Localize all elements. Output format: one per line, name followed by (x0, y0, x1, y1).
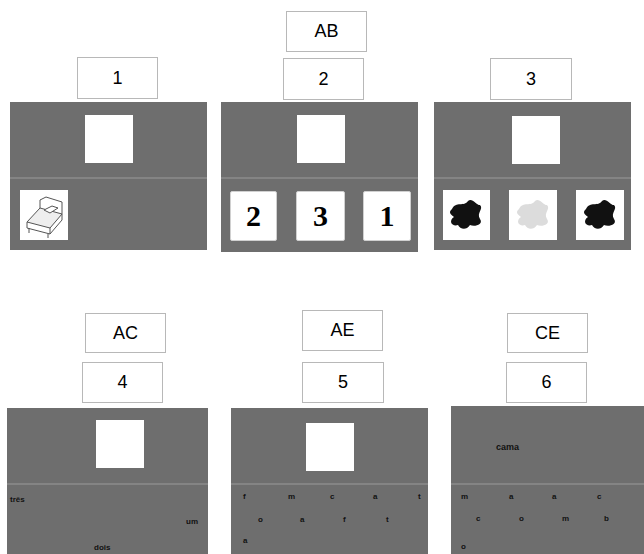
trial-number-text: 3 (526, 69, 536, 90)
comparison-letter: m (562, 515, 569, 523)
relation-label: AE (302, 310, 383, 351)
comparison-letter: m (288, 493, 295, 501)
trial-number-text: 2 (318, 69, 328, 90)
number-card: 1 (363, 191, 411, 241)
trial-panel (231, 408, 428, 554)
comparison-letter: c (476, 515, 480, 523)
comparison-letter: a (509, 493, 513, 501)
panel-divider (434, 178, 631, 179)
trial-panel (221, 102, 418, 252)
trial-panel (10, 102, 207, 250)
comparison-letter: a (243, 537, 247, 545)
relation-label-text: AE (330, 320, 354, 341)
comparison-word: dois (94, 544, 110, 552)
trial-panel (451, 406, 644, 554)
comparison-letter: a (300, 516, 304, 524)
relation-label-text: AC (113, 323, 138, 344)
comparison-letter: o (461, 543, 466, 551)
relation-label: AB (286, 11, 367, 52)
trial-number-text: 4 (117, 372, 127, 393)
trial-number: 3 (490, 58, 572, 100)
sample-stimulus (306, 423, 354, 471)
trial-number-text: 6 (541, 372, 551, 393)
comparison-letter: o (258, 516, 263, 524)
trial-number: 1 (77, 57, 158, 99)
number-card-text: 3 (313, 199, 328, 233)
trial-number-text: 1 (112, 68, 122, 89)
panel-divider (221, 178, 418, 179)
bed-picture (20, 190, 68, 240)
sample-stimulus (85, 115, 133, 163)
relation-label: CE (507, 313, 588, 353)
relation-label: AC (85, 313, 166, 353)
sample-word: cama (496, 443, 519, 452)
trial-number: 4 (82, 362, 163, 403)
sample-stimulus (297, 115, 345, 163)
comparison-letter: m (461, 493, 468, 501)
comparison-letter: t (386, 516, 389, 524)
comparison-letter: a (552, 493, 556, 501)
comparison-letter: c (330, 493, 334, 501)
trial-number: 2 (283, 58, 364, 100)
comparison-letter: f (243, 493, 246, 501)
blob-stimuli (443, 190, 624, 240)
panel-divider (231, 484, 428, 485)
number-card: 2 (230, 191, 277, 241)
panel-divider (451, 484, 644, 485)
panel-divider (7, 484, 208, 485)
comparison-letter: f (343, 516, 346, 524)
comparison-letter: b (604, 515, 609, 523)
number-card: 3 (296, 191, 345, 241)
comparison-letter: o (519, 515, 524, 523)
panel-divider (10, 178, 207, 179)
comparison-letter: a (373, 493, 377, 501)
number-card-text: 1 (380, 199, 395, 233)
trial-number-text: 5 (338, 372, 348, 393)
trial-panel (434, 102, 631, 250)
trial-number: 5 (302, 362, 384, 403)
sample-stimulus (96, 420, 144, 468)
comparison-letter: c (597, 493, 601, 501)
trial-number: 6 (506, 362, 587, 403)
trial-panel (7, 408, 208, 554)
relation-label-text: AB (314, 21, 338, 42)
comparison-word: um (186, 518, 198, 526)
number-card-text: 2 (246, 199, 261, 233)
relation-label-text: CE (535, 323, 560, 344)
comparison-letter: t (418, 493, 421, 501)
sample-stimulus (512, 116, 560, 164)
comparison-word: três (10, 496, 25, 504)
